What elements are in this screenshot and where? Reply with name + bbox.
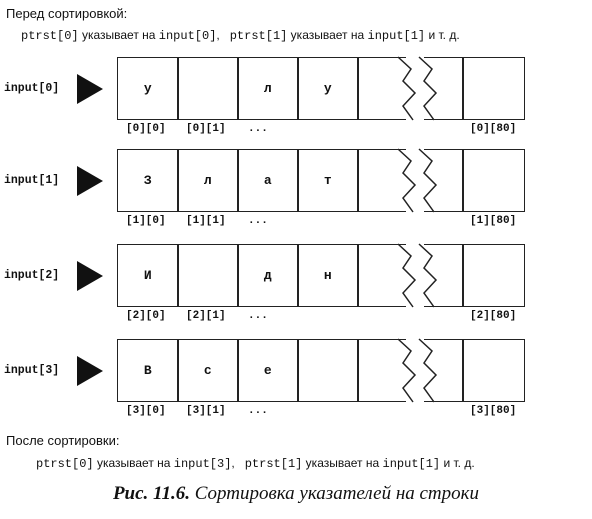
char-cell	[357, 149, 406, 212]
break-mark-right	[418, 338, 438, 403]
after-heading: После сортировки:	[6, 433, 120, 448]
figure-number: Рис. 11.6.	[112, 483, 190, 504]
after-target0: input[3]	[173, 457, 232, 471]
index-ellipsis: ...	[248, 215, 268, 227]
pointer-arrow	[77, 166, 103, 196]
before-target1: input[1]	[367, 29, 426, 43]
figure-caption: Рис. 11.6. Сортировка указателей на стро…	[0, 483, 592, 505]
after-note: ptrst[0] указывает на input[3], ptrst[1]…	[36, 456, 475, 471]
break-mark-right	[418, 243, 438, 308]
break-cell-right	[424, 244, 464, 307]
char-cell: у	[117, 57, 179, 120]
char-cell: И	[117, 244, 179, 307]
break-mark-right	[418, 148, 438, 213]
pointer-arrow	[77, 74, 103, 104]
after-tail: и т. д.	[440, 456, 475, 470]
last-char-cell	[462, 244, 525, 307]
index-ellipsis: ...	[248, 123, 268, 135]
char-cell: З	[117, 149, 179, 212]
break-mark-left	[397, 338, 417, 403]
index-label: [0][0]	[126, 123, 166, 135]
before-text2: указывает на	[287, 28, 368, 42]
index-label: [2][0]	[126, 310, 166, 322]
char-cell	[357, 57, 406, 120]
char-cell	[357, 244, 406, 307]
before-text1: указывает на	[78, 28, 159, 42]
index-label-last: [2][80]	[470, 310, 517, 322]
index-label: [1][1]	[186, 215, 226, 227]
after-ptr0: ptrst[0]	[36, 457, 94, 471]
before-ptr0: ptrst[0]	[21, 29, 79, 43]
index-ellipsis: ...	[248, 310, 268, 322]
char-cell: В	[117, 339, 179, 402]
char-cell: л	[177, 149, 239, 212]
break-cell-right	[424, 57, 464, 120]
before-tail: и т. д.	[425, 28, 460, 42]
before-heading: Перед сортировкой:	[6, 6, 128, 21]
index-label: [1][0]	[126, 215, 166, 227]
before-target0: input[0]	[158, 29, 217, 43]
row-label: input[3]	[4, 364, 60, 377]
break-mark-left	[397, 56, 417, 121]
after-text1: указывает на	[93, 456, 174, 470]
break-cell-right	[424, 339, 464, 402]
index-label-last: [3][80]	[470, 405, 517, 417]
char-cell: а	[237, 149, 299, 212]
char-cell	[177, 57, 239, 120]
break-mark-left	[397, 148, 417, 213]
pointer-arrow	[77, 356, 103, 386]
char-cell	[177, 244, 239, 307]
figure-title: Сортировка указателей на строки	[190, 483, 480, 504]
after-target1: input[1]	[382, 457, 441, 471]
index-label: [2][1]	[186, 310, 226, 322]
last-char-cell	[462, 149, 525, 212]
break-cell-right	[424, 149, 464, 212]
char-cell: т	[297, 149, 359, 212]
row-label: input[0]	[4, 82, 60, 95]
after-ptr1: ptrst[1]	[244, 457, 303, 471]
before-sep: ,	[216, 28, 230, 42]
after-sep: ,	[231, 456, 245, 470]
before-note: ptrst[0] указывает на input[0], ptrst[1]…	[21, 28, 460, 43]
char-cell	[297, 339, 359, 402]
last-char-cell	[462, 57, 525, 120]
after-text2: указывает на	[302, 456, 383, 470]
index-label: [3][1]	[186, 405, 226, 417]
index-ellipsis: ...	[248, 405, 268, 417]
break-mark-right	[418, 56, 438, 121]
char-cell: у	[297, 57, 359, 120]
row-label: input[1]	[4, 174, 60, 187]
pointer-arrow	[77, 261, 103, 291]
char-cell: н	[297, 244, 359, 307]
index-label: [0][1]	[186, 123, 226, 135]
index-label-last: [1][80]	[470, 215, 517, 227]
row-label: input[2]	[4, 269, 60, 282]
char-cell: е	[237, 339, 299, 402]
break-mark-left	[397, 243, 417, 308]
char-cell	[357, 339, 406, 402]
last-char-cell	[462, 339, 525, 402]
char-cell: д	[237, 244, 299, 307]
char-cell: л	[237, 57, 299, 120]
index-label: [3][0]	[126, 405, 166, 417]
before-ptr1: ptrst[1]	[229, 29, 288, 43]
index-label-last: [0][80]	[470, 123, 517, 135]
char-cell: с	[177, 339, 239, 402]
